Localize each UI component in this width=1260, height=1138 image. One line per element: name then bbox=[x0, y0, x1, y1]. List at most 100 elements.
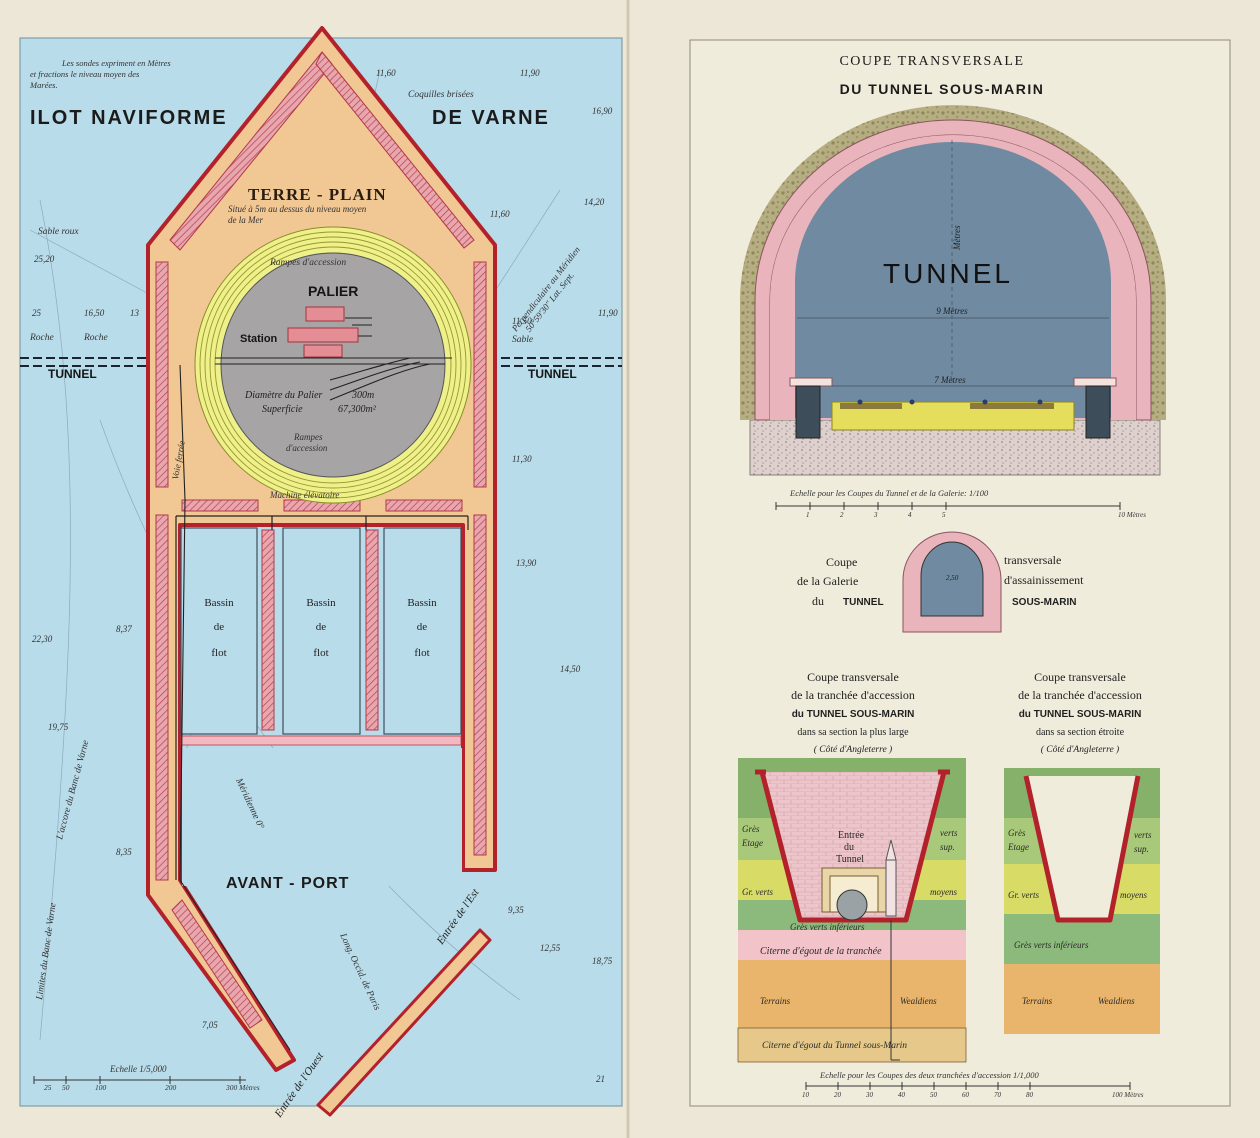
tunnel-9m: 9 Mètres bbox=[936, 306, 968, 316]
soundings-note-1: Les sondes expriment en Mètres bbox=[61, 58, 171, 68]
tl-moyens: moyens bbox=[930, 887, 957, 897]
echelle-tunnel-label: Echelle pour les Coupes du Tunnel et de … bbox=[789, 488, 989, 498]
tl-gres-r-2: sup. bbox=[940, 842, 955, 852]
tranchees-scale-tick: 70 bbox=[994, 1091, 1002, 1099]
tl-gres-r-1: verts bbox=[940, 828, 958, 838]
te-gres-l-1: Grès bbox=[1008, 828, 1026, 838]
te-gres-l-2: Etage bbox=[1007, 842, 1029, 852]
tranchees-scale-tick: 40 bbox=[898, 1091, 906, 1099]
te-grverts: Gr. verts bbox=[1008, 890, 1039, 900]
te-gres-r-2: sup. bbox=[1134, 844, 1149, 854]
plan-scale-tick: 50 bbox=[62, 1083, 70, 1092]
bassin-2-l2: de bbox=[316, 621, 327, 633]
sounding: 25 bbox=[32, 308, 42, 318]
te-wealdiens: Wealdiens bbox=[1098, 996, 1135, 1006]
sounding: 25,20 bbox=[34, 254, 55, 264]
east-mole bbox=[316, 928, 492, 1117]
tunnel-label: TUNNEL bbox=[883, 258, 1013, 289]
rampes-top: Rampes d'accession bbox=[269, 258, 346, 268]
sounding: 13 bbox=[130, 308, 140, 318]
sounding: 11,60 bbox=[490, 209, 510, 219]
soundings-note-2: et fractions le niveau moyen des bbox=[30, 69, 140, 79]
tranchees-scale-tick: 10 bbox=[802, 1091, 810, 1099]
sounding: 11,30 bbox=[512, 454, 532, 464]
tunnel-scale-tick: 5 bbox=[942, 511, 946, 519]
diametre-label: Diamètre du Palier bbox=[244, 390, 323, 401]
terre-plain-note-2: de la Mer bbox=[228, 215, 263, 225]
tranchees-scale-tick: 30 bbox=[865, 1091, 874, 1099]
tunnel-scale-tick: 3 bbox=[873, 511, 878, 519]
tl-title-4: dans sa section la plus large bbox=[797, 727, 909, 738]
sounding: 14,20 bbox=[584, 197, 605, 207]
tl-gres-l-2: Etage bbox=[741, 838, 763, 848]
tunnel-section: TUNNEL 9 Mètres 7 Mètres Mètres bbox=[740, 105, 1166, 476]
tl-terrains: Terrains bbox=[760, 996, 791, 1006]
sounding: 9,35 bbox=[508, 905, 524, 915]
tunnel-height: Mètres bbox=[952, 225, 962, 251]
coquilles-label: Coquilles brisées bbox=[408, 90, 474, 100]
sounding: 16,90 bbox=[592, 106, 613, 116]
tunnel-label-right: TUNNEL bbox=[528, 367, 577, 381]
sounding: 8,37 bbox=[116, 624, 132, 634]
bassin-1: Bassin de flot bbox=[204, 597, 234, 659]
galerie-l1a: Coupe bbox=[826, 555, 857, 569]
tunnel-interior bbox=[795, 142, 1111, 382]
tranchees-scale-tick: 100 Mètres bbox=[1112, 1091, 1144, 1099]
machine-label: Machine élévatoire bbox=[269, 490, 339, 500]
sounding: 11,90 bbox=[520, 68, 540, 78]
tunnel-label-left: TUNNEL bbox=[48, 367, 97, 381]
sounding: 7,05 bbox=[202, 1020, 218, 1030]
te-title-2: de la tranchée d'accession bbox=[1018, 688, 1142, 702]
tranchee-large-section bbox=[737, 758, 967, 1063]
bassin-3-l1: Bassin bbox=[407, 597, 437, 609]
tunnel-scale-tick: 4 bbox=[908, 511, 912, 519]
tl-citerne-tunnel: Citerne d'égout du Tunnel sous-Marin bbox=[762, 1041, 907, 1051]
roche-label-2: Roche bbox=[83, 333, 108, 343]
tl-grverts: Gr. verts bbox=[742, 887, 773, 897]
coupe-title-1: COUPE TRANSVERSALE bbox=[839, 54, 1024, 69]
plan-echelle: Echelle 1/5,000 bbox=[109, 1064, 167, 1074]
tranchee-etroite-section bbox=[1004, 768, 1160, 1034]
echelle-tranchees-label: Echelle pour les Coupes des deux tranché… bbox=[819, 1070, 1040, 1080]
terre-plain-note-1: Situé à 5m au dessus du niveau moyen bbox=[228, 204, 367, 214]
tl-entree-3: Tunnel bbox=[836, 854, 864, 865]
bassin-2: Bassin de flot bbox=[306, 597, 336, 659]
plan-scale-tick: 300 Mètres bbox=[225, 1083, 260, 1092]
plan-scale-bar bbox=[33, 1076, 246, 1084]
sounding: 21 bbox=[596, 1074, 605, 1084]
te-title-5: ( Côté d'Angleterre ) bbox=[1041, 744, 1119, 755]
te-moyens: moyens bbox=[1120, 890, 1147, 900]
tl-title-1: Coupe transversale bbox=[807, 670, 899, 684]
bassin-3: Bassin de flot bbox=[407, 597, 437, 659]
galerie-l2b: d'assainissement bbox=[1004, 573, 1084, 587]
avant-port-water bbox=[182, 748, 462, 886]
te-title-1: Coupe transversale bbox=[1034, 670, 1126, 684]
galerie-l1b: transversale bbox=[1004, 553, 1061, 567]
sable-roux-label: Sable roux bbox=[38, 227, 79, 237]
bassin-3-l2: de bbox=[417, 621, 428, 633]
diametre-value: 300m bbox=[351, 390, 374, 401]
tranchees-scale-tick: 20 bbox=[834, 1091, 842, 1099]
bassin-2-l3: flot bbox=[313, 647, 328, 659]
sounding: 12,55 bbox=[540, 943, 561, 953]
superficie-value: 67,300m² bbox=[338, 404, 377, 415]
soundings: 11,60 11,90 16,90 14,20 11,60 25,20 25 1… bbox=[32, 68, 618, 1084]
tranchees-scale-tick: 60 bbox=[962, 1091, 970, 1099]
tl-wealdiens: Wealdiens bbox=[900, 996, 937, 1006]
tranchees-scale-tick: 50 bbox=[930, 1091, 938, 1099]
tranchees-scale-bar bbox=[805, 1082, 1131, 1090]
tl-title-3: du TUNNEL SOUS-MARIN bbox=[792, 709, 915, 720]
avant-port-label: AVANT - PORT bbox=[226, 875, 349, 892]
te-inferieurs: Grès verts inférieurs bbox=[1014, 940, 1089, 950]
rampes-bottom-1: Rampes bbox=[293, 432, 323, 442]
tl-citerne-tranchee: Citerne d'égout de la tranchée bbox=[760, 946, 882, 957]
sable-label: Sable bbox=[512, 335, 533, 345]
rampes-bottom-2: d'accession bbox=[286, 443, 328, 453]
palier-label: PALIER bbox=[308, 283, 358, 299]
galerie-l3a: du bbox=[812, 594, 824, 608]
sounding: 8,35 bbox=[116, 847, 132, 857]
tl-title-5: ( Côté d'Angleterre ) bbox=[814, 744, 892, 755]
svg-text:Rampes d'accession: Rampes d'accession bbox=[286, 432, 328, 453]
plan-panel: ILOT NAVIFORME DE VARNE Les sondes expri… bbox=[19, 26, 623, 1121]
